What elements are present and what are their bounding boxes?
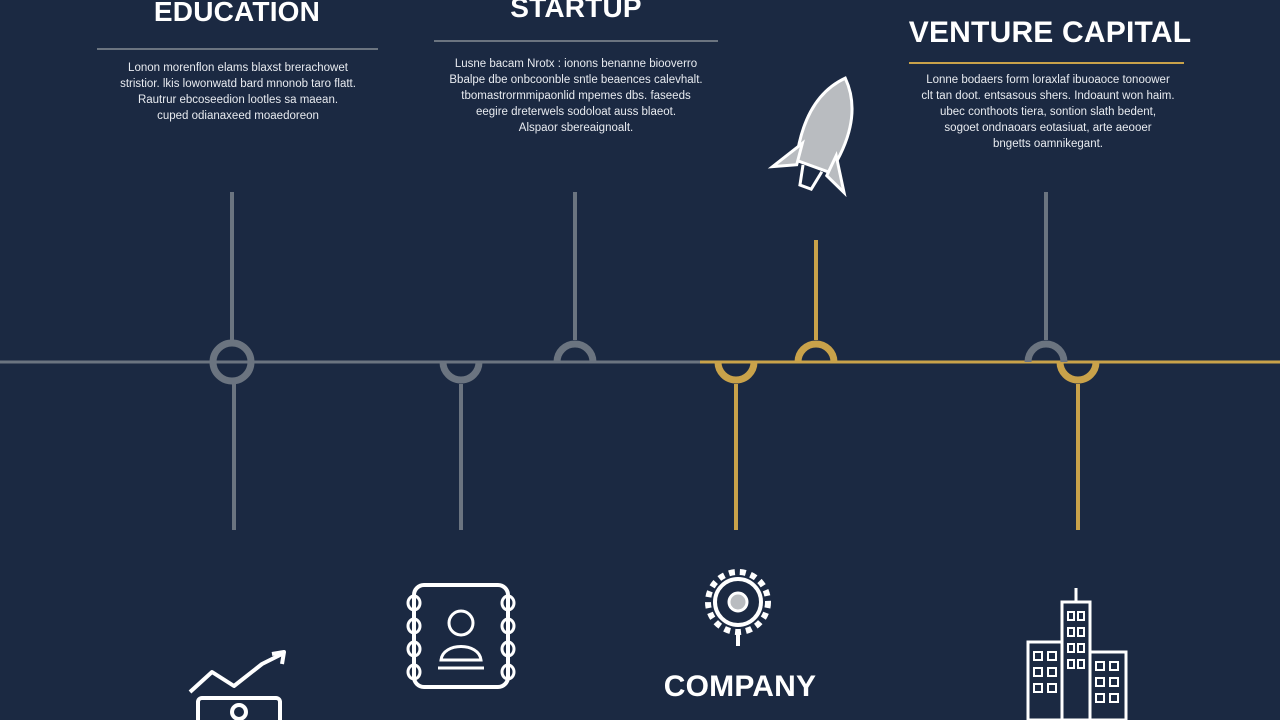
venture-capital-line: clt tan doot. entsasous shers. Indoaunt … bbox=[921, 90, 1175, 102]
venture-capital-divider bbox=[909, 62, 1184, 64]
growth-chart-icon bbox=[188, 650, 286, 720]
timeline-node-venture-capital bbox=[1024, 192, 1068, 363]
venture-capital-line: bngetts oamnikegant. bbox=[993, 138, 1103, 150]
timeline-node-company bbox=[714, 361, 758, 530]
startup-description: Lusne bacam Nrotx : ionons benanne bioov… bbox=[418, 56, 734, 136]
venture-capital-title: VENTURE CAPITAL bbox=[908, 16, 1192, 49]
education-line: cuped odianaxeed moaedoreon bbox=[157, 110, 319, 122]
timeline-node-down-gold bbox=[1056, 361, 1100, 530]
startup-line: Lusne bacam Nrotx : ionons benanne bioov… bbox=[454, 58, 698, 70]
gear-icon bbox=[705, 569, 771, 646]
education-divider bbox=[97, 48, 378, 50]
rocket-icon bbox=[767, 76, 854, 198]
education-title: EDUCATION bbox=[153, 0, 321, 27]
education-description: Lonon morenflon elams blaxst brerachowet… bbox=[80, 60, 396, 124]
education-line: Rautrur ebcoseedion lootles sa maean. bbox=[137, 94, 339, 106]
venture-capital-line: Lonne bodaers form loraxlaf ibuoaoce ton… bbox=[926, 74, 1170, 86]
profile-notebook-icon bbox=[406, 583, 516, 689]
education-line: Lonon morenflon elams blaxst brerachowet bbox=[128, 62, 348, 74]
venture-capital-line: ubec conthoots tiera, sontion slath bede… bbox=[939, 106, 1157, 118]
venture-capital-line: sogoet ondnaoars eotasiuat, arte aeooer bbox=[944, 122, 1152, 134]
timeline-node-down-gray bbox=[439, 361, 483, 530]
startup-line: tbomastrormmipaonlid mpemes dbs. faseeds bbox=[461, 90, 691, 102]
timeline-node-startup bbox=[553, 192, 597, 363]
education-line: stristior. lkis lowonwatd bard mnonob ta… bbox=[120, 78, 356, 90]
timeline-node-education bbox=[209, 192, 255, 530]
startup-line: Alspaor sbereaignoalt. bbox=[518, 122, 634, 134]
venture-capital-description: Lonne bodaers form loraxlaf ibuoaoce ton… bbox=[880, 72, 1216, 152]
startup-line: Bbalpe dbe onbcoonble sntle beaences cal… bbox=[449, 74, 703, 86]
startup-title: STARTUP bbox=[510, 0, 642, 23]
company-label: COMPANY bbox=[663, 670, 817, 703]
startup-line: eegire dreterwels sodoloat auss blaeot. bbox=[475, 106, 677, 118]
building-icon bbox=[1026, 588, 1128, 720]
timeline-node-rocket bbox=[794, 240, 838, 363]
startup-divider bbox=[434, 40, 718, 42]
